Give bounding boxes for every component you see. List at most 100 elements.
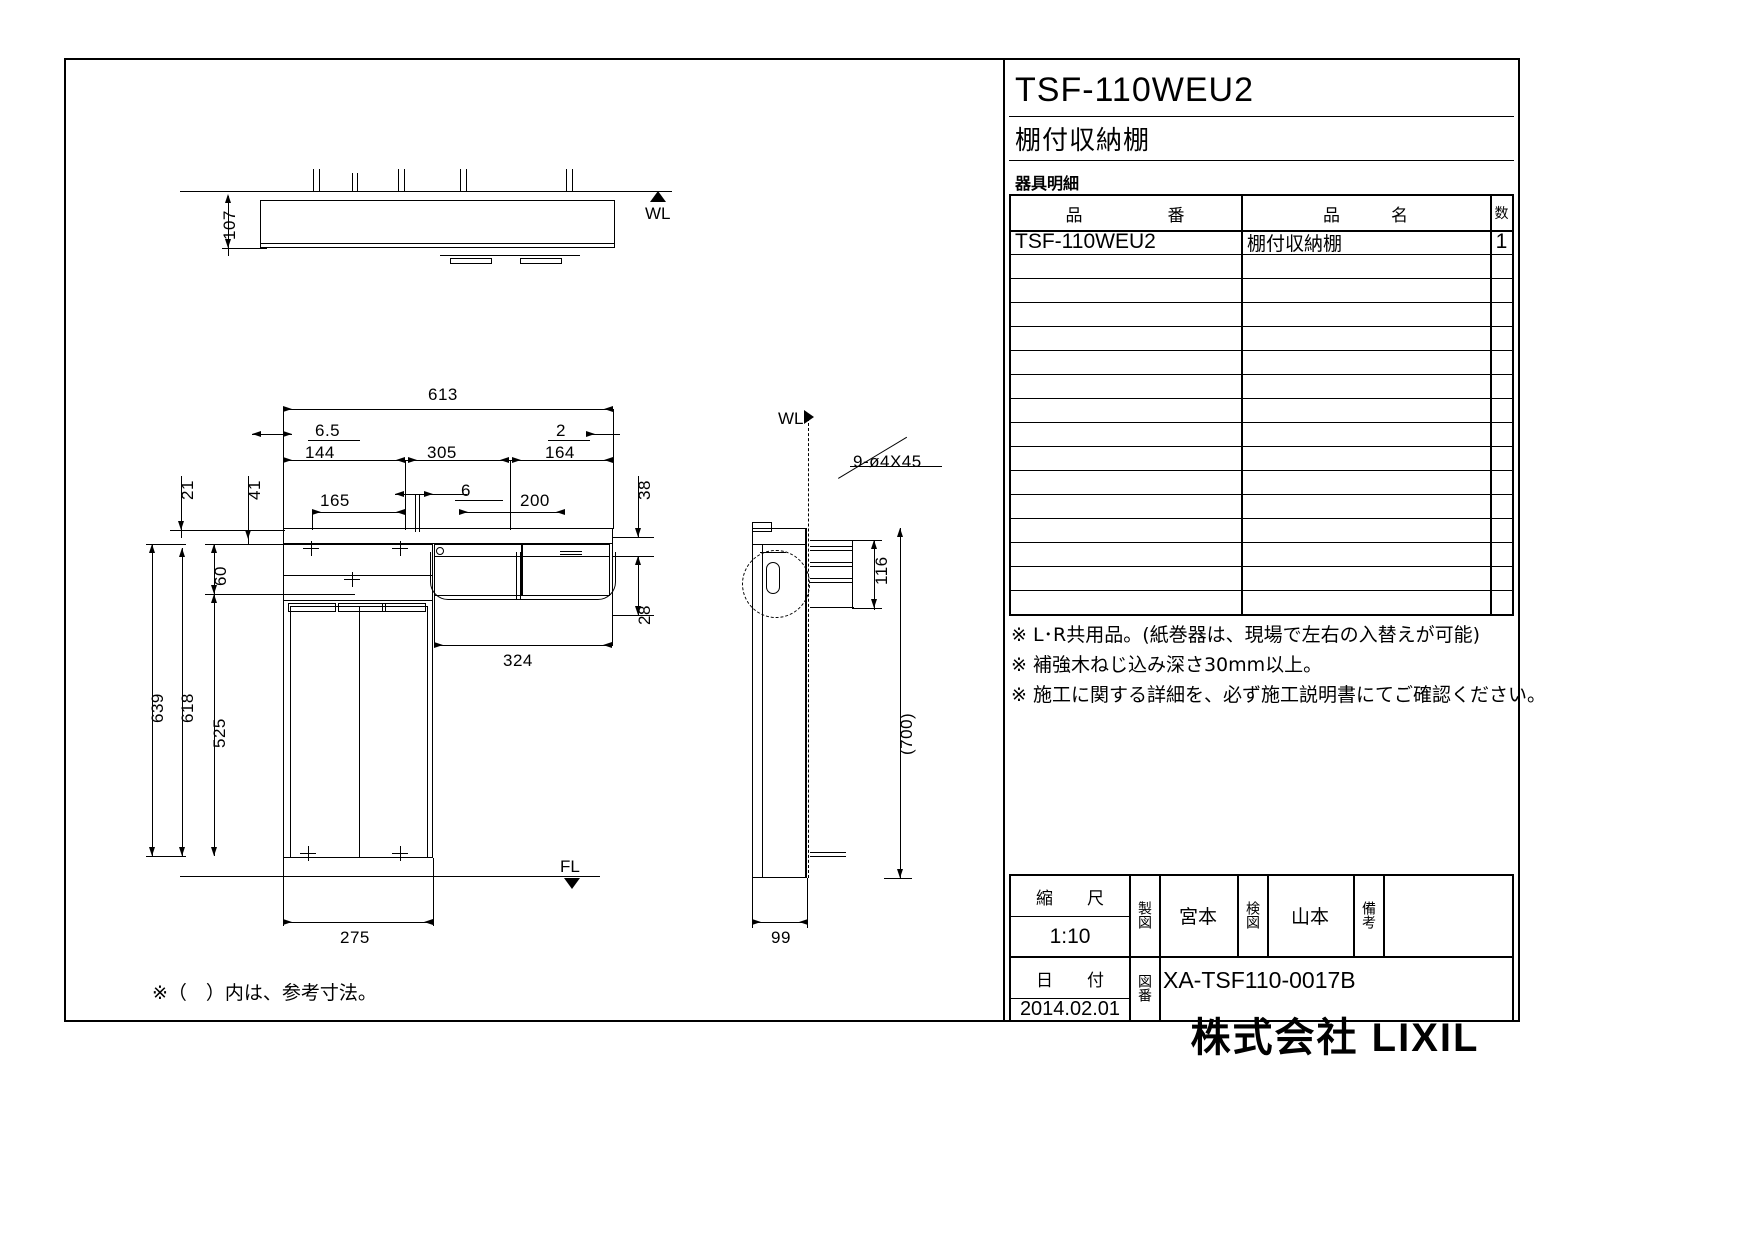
holder-underside — [430, 552, 616, 600]
dim-613: 613 — [428, 385, 458, 404]
dim-arrow — [211, 544, 217, 553]
drawing-no-cell: XA-TSF110-0017B — [1161, 958, 1509, 1002]
dim-arrow — [179, 847, 185, 856]
dim-arrow — [635, 556, 641, 565]
parts-list-label-cell: 器具明細 — [1009, 162, 1514, 194]
holder-bar — [560, 551, 582, 552]
bracket-tick — [466, 169, 467, 191]
dim-60: 60 — [211, 566, 230, 586]
dim-639: 639 — [148, 693, 167, 723]
door-split — [359, 606, 360, 858]
table-col-divider-2 — [1490, 194, 1492, 614]
date-label: 日 付 — [1036, 970, 1104, 991]
holder-line — [434, 556, 610, 557]
top-view-detail-line — [440, 255, 580, 256]
cell-part-number — [1011, 327, 1239, 349]
wl-datum-line — [636, 191, 672, 192]
footer-bottom-rule — [1009, 1020, 1514, 1022]
dim-arrow — [149, 544, 155, 553]
cell-part-name — [1243, 591, 1488, 613]
remarks-label: 備考 — [1360, 901, 1376, 929]
dim-arrow — [408, 457, 417, 463]
cell-part-name — [1243, 423, 1488, 445]
floor-line — [180, 876, 600, 877]
mount-cross — [400, 541, 401, 556]
date-label-cell: 日 付 — [1013, 958, 1127, 998]
dim-ext — [205, 544, 285, 545]
dim-arrow — [211, 585, 217, 594]
dim-ext — [182, 548, 183, 856]
footer-rule — [1009, 956, 1514, 958]
col-header-qty: 数 — [1492, 196, 1511, 230]
table-row-rule — [1009, 326, 1514, 327]
dim-arrow — [252, 431, 261, 437]
col-header-qty-label: 数 — [1494, 206, 1509, 222]
dim-144: 144 — [305, 443, 335, 462]
cabinet-divider — [283, 575, 433, 576]
bracket-arm — [810, 546, 852, 547]
dim-305: 305 — [427, 443, 457, 462]
wl-datum-triangle — [804, 410, 814, 424]
checked-label: 検図 — [1244, 901, 1260, 929]
side-profile-line — [752, 544, 806, 545]
dim-arrow — [283, 431, 292, 437]
dim-6: 6 — [461, 481, 471, 500]
product-name-cell: 棚付収納棚 — [1009, 116, 1514, 160]
company-logo-cell: 株式会社 LIXIL — [1161, 1002, 1509, 1066]
table-row-rule — [1009, 254, 1514, 255]
dim-525: 525 — [210, 718, 229, 748]
cell-part-number — [1011, 375, 1239, 397]
wall-line — [180, 191, 640, 192]
drawing-no: XA-TSF110-0017B — [1163, 966, 1356, 993]
cell-qty — [1492, 279, 1511, 301]
side-profile-line — [762, 544, 763, 878]
dim-arrow — [179, 548, 185, 557]
table-top-rule — [1009, 194, 1514, 196]
scale-value-cell: 1:10 — [1013, 918, 1127, 956]
dim-arrow — [586, 431, 595, 437]
date-value-cell: 2014.02.01 — [1013, 998, 1127, 1020]
cell-qty — [1492, 327, 1511, 349]
footer-rule — [1009, 916, 1129, 917]
dim-ext — [434, 596, 435, 646]
cell-qty — [1492, 495, 1511, 517]
dim-28: 28 — [635, 605, 654, 625]
dim-arrow — [871, 599, 877, 608]
dim-700: (700) — [897, 712, 916, 755]
dim-ext — [612, 537, 654, 538]
dim-arrow — [897, 869, 903, 878]
dim-arrow — [245, 530, 251, 539]
dim-ext — [612, 615, 654, 616]
wl-datum-triangle — [650, 191, 666, 202]
dimline-99 — [752, 922, 808, 923]
dim-ext — [222, 248, 267, 249]
bracket-edge — [810, 540, 854, 541]
scale-label-cell: 縮 尺 — [1013, 876, 1127, 916]
dim-arrow — [395, 491, 404, 497]
dim-ext — [146, 856, 186, 857]
cell-qty — [1492, 447, 1511, 469]
dim-arrow — [178, 521, 184, 530]
col-header-part-number-label: 品 番 — [1065, 205, 1185, 226]
dim-ext — [205, 594, 355, 595]
cell-part-name — [1243, 351, 1488, 373]
footer-left-edge — [1009, 874, 1011, 1020]
top-view-wl-label: WL — [645, 204, 671, 223]
table-row-rule — [1009, 302, 1514, 303]
dim-116: 116 — [872, 556, 891, 585]
cell-qty — [1492, 519, 1511, 541]
company-logo: 株式会社 LIXIL — [1190, 1016, 1480, 1060]
dim-arrow — [283, 457, 292, 463]
bracket-arm — [810, 566, 852, 567]
dim-ext — [433, 858, 434, 926]
footer-rule — [1009, 998, 1129, 999]
dimline-165 — [312, 512, 405, 513]
dim-ext — [752, 878, 753, 928]
bracket-tick — [566, 169, 567, 191]
paper-holder-right — [522, 544, 610, 596]
drawn-by: 宮本 — [1178, 905, 1217, 928]
footer-col-4 — [1267, 874, 1269, 956]
dim-arrow — [424, 919, 433, 925]
dimline-chain — [283, 460, 613, 461]
dim-arrow — [603, 642, 612, 648]
